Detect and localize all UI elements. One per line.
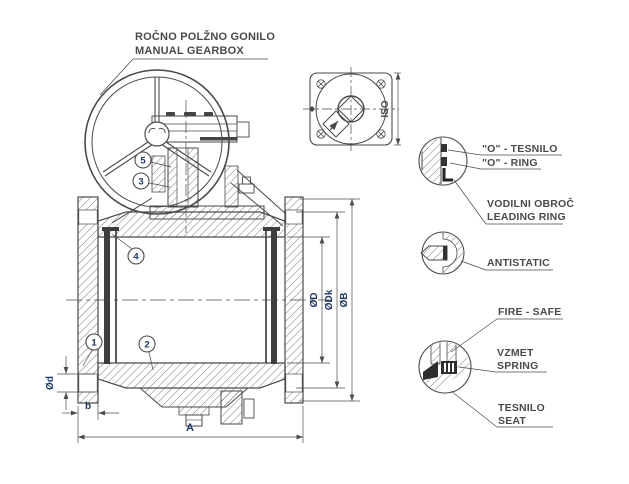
iso-label: ISO: [380, 100, 391, 117]
spring-label-sl: VZMET: [497, 347, 534, 359]
wheel-spokes: [102, 77, 212, 177]
spring-label-en: SPRING: [497, 360, 538, 372]
body-top-wall: [97, 211, 286, 238]
dim-label-B: ØB: [339, 293, 350, 308]
stem-square: [337, 95, 365, 123]
wheel-hub: [144, 121, 170, 147]
iso-bolt-holes: [316, 79, 386, 139]
balloon-callouts: 5 3 4 1 2: [82, 151, 172, 371]
note-line-en: MANUAL GEARBOX: [135, 45, 244, 57]
dim-label-A: A: [186, 422, 194, 434]
linear-dimensions: A b Ød: [45, 356, 304, 443]
handwheel: [84, 69, 230, 215]
detail-oring: "O" - TESNILO "O" - RING VODILNI OBROČ L…: [418, 136, 574, 225]
seat-label-sl: TESNILO: [498, 402, 545, 414]
seat-section: [423, 361, 438, 380]
leading-ring-label-sl: VODILNI OBROČ: [487, 197, 574, 210]
detail-seat: FIRE - SAFE VZMET SPRING TESNILO SEAT: [418, 306, 563, 428]
leading-ring-section: [442, 168, 453, 182]
note-line-sl: ROČNO POLŽNO GONILO: [135, 30, 275, 43]
dim-label-b: b: [85, 401, 91, 412]
drain-plug: [178, 406, 210, 427]
note-leader-line: [99, 58, 134, 96]
detail-antistatic: ANTISTATIC: [420, 231, 553, 275]
balloon-5-number: 5: [140, 156, 146, 167]
balloon-1-number: 1: [91, 338, 97, 349]
top-view-iso-flange: ISO: [303, 67, 401, 151]
seat-right: [263, 227, 280, 364]
flange-bolt-holes: [78, 209, 303, 393]
diameter-dimensions: ØD ØDk ØB: [287, 198, 360, 402]
spring-section: [441, 361, 457, 374]
support-foot: [220, 390, 243, 425]
balloon-3: [132, 172, 150, 190]
balloon-5: [134, 151, 152, 169]
dim-label-Dk: ØDk: [324, 289, 335, 310]
balloon-2-number: 2: [144, 340, 149, 351]
balloon-1: [85, 333, 103, 351]
dim-label-d: Ød: [45, 376, 56, 390]
gearbox-top-bolts: [166, 112, 213, 116]
oring-seal-top: [441, 144, 447, 152]
fire-safe-label: FIRE - SAFE: [498, 306, 561, 318]
balloon-4: [127, 247, 145, 265]
leading-ring-label-en: LEADING RING: [487, 211, 566, 223]
balloon-3-number: 3: [138, 177, 143, 188]
indicator-arrow: [329, 120, 339, 131]
position-indicator: [322, 110, 350, 138]
oring-seal-bottom: [441, 157, 447, 166]
seat-label-en: SEAT: [498, 415, 526, 427]
body-bottom-wall: [97, 362, 286, 389]
oring-label-en: "O" - RING: [482, 157, 538, 169]
dim-label-D: ØD: [309, 293, 320, 308]
antistatic-label: ANTISTATIC: [487, 257, 550, 269]
valve-body: [66, 196, 332, 427]
balloon-4-number: 4: [133, 252, 139, 263]
seat-left: [102, 227, 119, 364]
oring-label-sl: "O" - TESNILO: [482, 143, 558, 155]
gearbox-note: ROČNO POLŽNO GONILO MANUAL GEARBOX: [99, 30, 275, 96]
balloon-2: [138, 335, 156, 353]
